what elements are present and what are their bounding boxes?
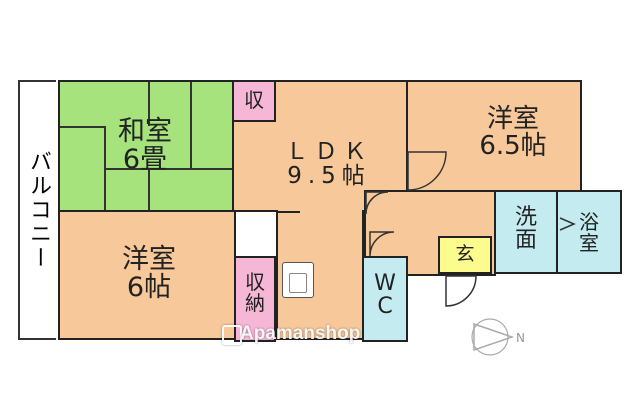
balcony: バルコニー [18,80,56,340]
tatami-line [148,82,150,126]
room-wc: W C [362,256,408,342]
door-swing-icon [559,217,576,231]
room-wc-label: W C [374,271,396,320]
door-swing-icon [369,231,395,257]
tatami-line [60,126,104,128]
room-washitsu: 和室 6畳 [58,80,234,212]
storage-bottom-label: 収 納 [245,270,265,315]
apamanshop-logo-icon [222,325,242,345]
room-washroom: 洗 面 [494,190,558,274]
room-youshitsu-6-label: 洋室 6帖 [122,244,176,304]
kitchen-sink-icon [282,262,314,298]
room-youshitsu-6-5: 洋室 6.5帖 [406,80,582,192]
door-swing-icon [407,151,447,191]
room-washitsu-label: 和室 6畳 [118,116,172,176]
tatami-line [190,82,192,168]
compass-arrow-icon: N [471,318,525,356]
room-youshitsu-6-5-label: 洋室 6.5帖 [479,104,547,162]
tatami-line [104,168,232,170]
door-swing-icon [365,191,389,215]
watermark: Apamanshop [240,323,361,344]
balcony-label: バルコニー [26,150,51,270]
compass-label: N [516,331,525,345]
room-bath: 浴 室 [556,190,622,274]
entrance-label: 玄 [455,243,475,265]
room-washroom-label: 洗 面 [514,205,537,254]
room-ldk-label: ＬＤＫ 9.5帖 [285,139,373,190]
door-swing-icon [445,275,477,307]
storage-top-label: 収 [244,88,264,112]
entrance: 玄 [438,236,492,274]
storage-top: 収 [232,80,276,122]
sink-basin [289,273,307,293]
room-bath-label: 浴 室 [579,210,599,255]
tatami-line [148,168,150,210]
